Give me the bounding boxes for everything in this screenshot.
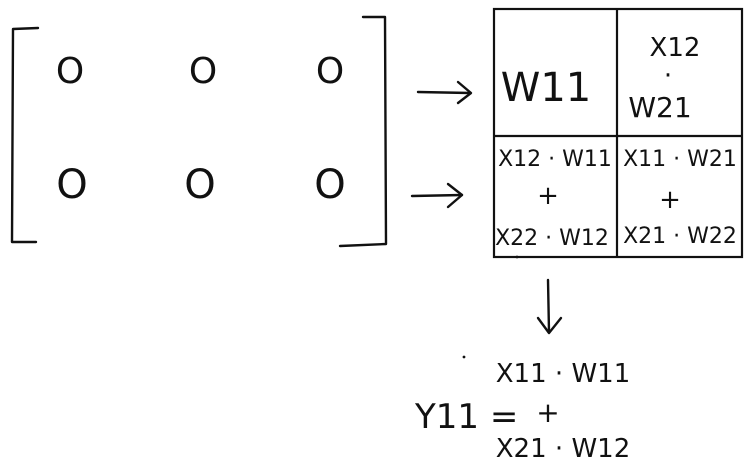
equation-line1: X11 · W11 [496,359,630,389]
equation: Y11 = X11 · W11 + X21 · W12 [414,359,630,464]
matrix-cell: O [56,162,87,208]
grid-text-plus: + [659,185,681,215]
grid-text-x12-w11: X12 · W11 [498,147,612,172]
result-grid [492,7,744,259]
grid-cell-top-right: X12 · W21 [628,33,700,124]
matrix-cell: O [56,51,84,92]
equation-lhs: Y11 = [414,397,518,437]
matrix-cell: O [189,51,217,92]
grid-text-plus: + [537,181,559,211]
arrow-down [536,278,563,335]
grid-cell-top-left: W11 [501,65,591,111]
matrix-bracket-right [338,15,388,248]
grid-text-w21: W21 [628,91,691,124]
grid-text-x21-w22: X21 · W22 [623,224,737,249]
grid-cell-bottom-left: X12 · W11 + X22 · W12 [495,147,612,251]
grid-cell-bottom-right: X11 · W21 + X21 · W22 [623,147,737,249]
grid-text-x11-w21: X11 · W21 [623,147,737,172]
grid-text-dot: · [664,61,672,91]
matrix-cells: O O O O O O [56,51,346,208]
equation-plus: + [536,396,559,429]
grid-text-x12: X12 [650,33,701,63]
matrix-cell: O [184,162,215,208]
stray-dot [462,355,466,359]
arrow-top [416,80,473,105]
equation-line2: X21 · W12 [496,434,630,464]
grid-text-w11: W11 [501,65,591,111]
matrix-cell: O [316,51,344,92]
matrix-bracket-left [10,26,40,244]
arrow-bottom [410,182,464,209]
stray-dot [515,255,519,259]
matrix-cell: O [314,162,345,208]
grid-text-x22-w12: X22 · W12 [495,226,609,251]
